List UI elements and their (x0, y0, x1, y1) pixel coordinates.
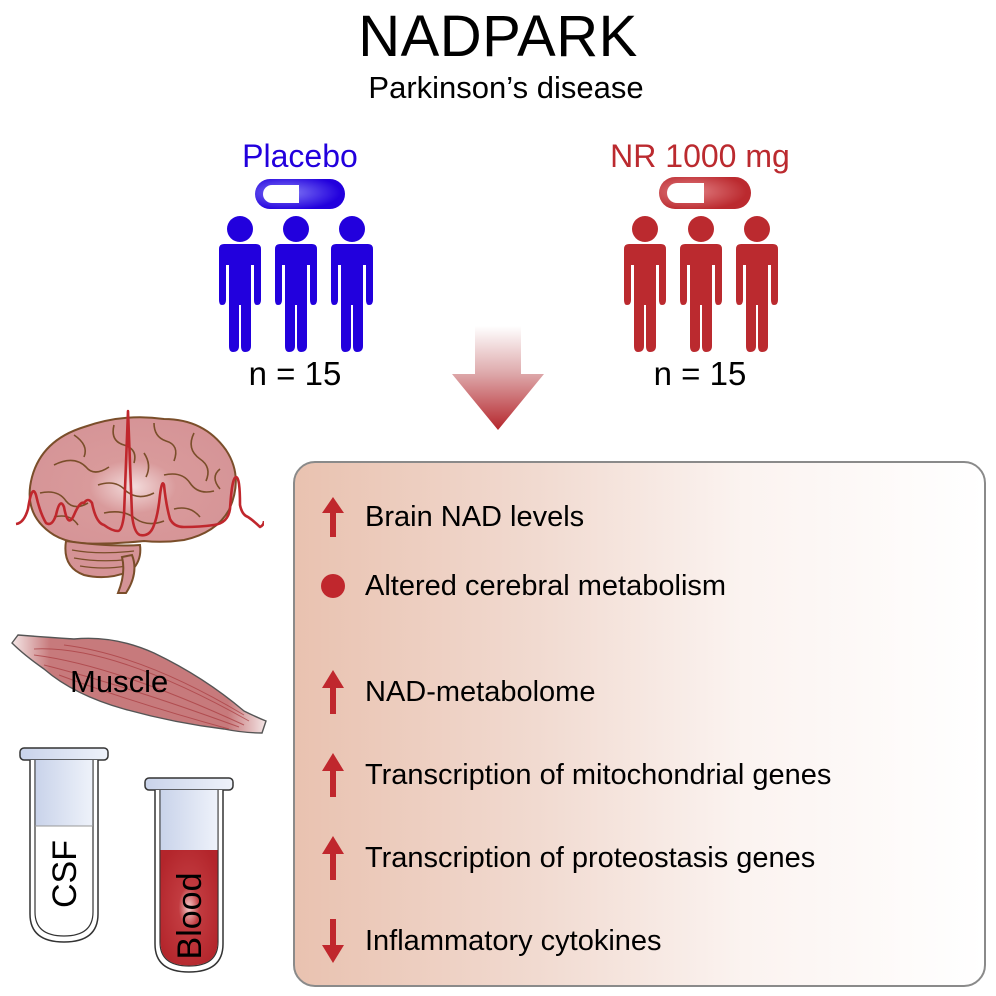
dot-icon (313, 566, 353, 606)
brain-icon (15, 409, 264, 594)
person-icon (624, 216, 666, 352)
person-icon (736, 216, 778, 352)
down-arrow-icon (452, 326, 544, 430)
result-text: Inflammatory cytokines (365, 925, 662, 957)
person-icon (275, 216, 317, 352)
result-item: Transcription of mitochondrial genes (295, 753, 832, 797)
result-text: Transcription of mitochondrial genes (365, 759, 832, 791)
muscle-icon (11, 634, 267, 734)
up-arrow-icon (313, 670, 353, 714)
result-item: NAD-metabolome (295, 670, 596, 714)
people-icon-placebo (219, 216, 373, 352)
up-arrow-icon (313, 753, 353, 797)
result-text: Altered cerebral metabolism (365, 570, 727, 602)
page-subtitle: Parkinson’s disease (368, 70, 644, 105)
muscle-label: Muscle (70, 664, 169, 699)
result-item: Transcription of proteostasis genes (295, 836, 816, 880)
person-icon (680, 216, 722, 352)
test-tube-icon (19, 747, 109, 943)
nr-sample-size: n = 15 (653, 355, 747, 392)
pill-icon (659, 177, 751, 209)
person-icon (219, 216, 261, 352)
blood-label: Blood (171, 872, 209, 960)
csf-label: CSF (46, 840, 84, 908)
results-panel: Brain NAD levels Altered cerebral metabo… (293, 461, 986, 987)
placebo-sample-size: n = 15 (248, 355, 342, 392)
people-icon-nr (624, 216, 778, 352)
up-arrow-icon (313, 497, 353, 537)
spectrum-line-icon (15, 409, 264, 537)
nr-group-label: NR 1000 mg (610, 138, 790, 174)
result-text: NAD-metabolome (365, 676, 596, 708)
result-item: Brain NAD levels (295, 497, 584, 537)
result-item: Altered cerebral metabolism (295, 566, 726, 606)
result-item: Inflammatory cytokines (295, 919, 662, 963)
person-icon (331, 216, 373, 352)
result-text: Transcription of proteostasis genes (365, 842, 816, 874)
test-tube-icon (144, 777, 234, 973)
up-arrow-icon (313, 836, 353, 880)
result-text: Brain NAD levels (365, 501, 585, 533)
pill-icon (255, 179, 345, 209)
page-title: NADPARK (358, 4, 638, 69)
down-arrow-icon (313, 919, 353, 963)
placebo-group-label: Placebo (242, 138, 358, 174)
